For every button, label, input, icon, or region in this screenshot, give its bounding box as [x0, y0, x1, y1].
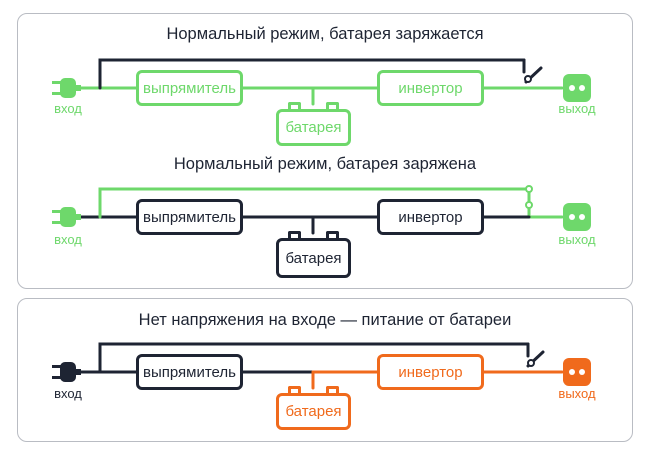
battery-block: батарея — [276, 231, 351, 278]
battery-label: батарея — [276, 393, 351, 430]
switch-icon — [525, 201, 533, 209]
title-battery-power: Нет напряжения на входе — питание от бат… — [138, 311, 512, 329]
rectifier-block: выпрямитель — [136, 199, 243, 235]
output-label: выход — [558, 232, 596, 247]
switch-icon — [525, 185, 533, 193]
inverter-block: инвертор — [377, 354, 484, 390]
switch-icon — [527, 359, 535, 367]
outlet-icon — [563, 203, 591, 231]
title-charging: Нормальный режим, батарея заряжается — [166, 25, 484, 43]
input-label: вход — [54, 232, 82, 247]
outlet-icon — [563, 74, 591, 102]
output-label: выход — [558, 101, 596, 116]
battery-label: батарея — [276, 238, 351, 278]
plug-icon — [52, 78, 81, 98]
rectifier-block: выпрямитель — [136, 354, 243, 390]
output-label: выход — [558, 386, 596, 401]
plug-icon — [52, 207, 81, 227]
battery-block: батарея — [276, 386, 351, 430]
inverter-block: инвертор — [377, 70, 484, 106]
inverter-block: инвертор — [377, 199, 484, 235]
outlet-icon — [563, 358, 591, 386]
title-charged: Нормальный режим, батарея заряжена — [173, 155, 477, 173]
wires-scenario-1 — [78, 58, 564, 106]
battery-label: батарея — [276, 109, 351, 146]
battery-block: батарея — [276, 102, 351, 146]
rectifier-block: выпрямитель — [136, 70, 243, 106]
switch-icon — [524, 75, 532, 83]
plug-icon — [52, 362, 81, 382]
input-label: вход — [54, 386, 82, 401]
input-label: вход — [54, 101, 82, 116]
